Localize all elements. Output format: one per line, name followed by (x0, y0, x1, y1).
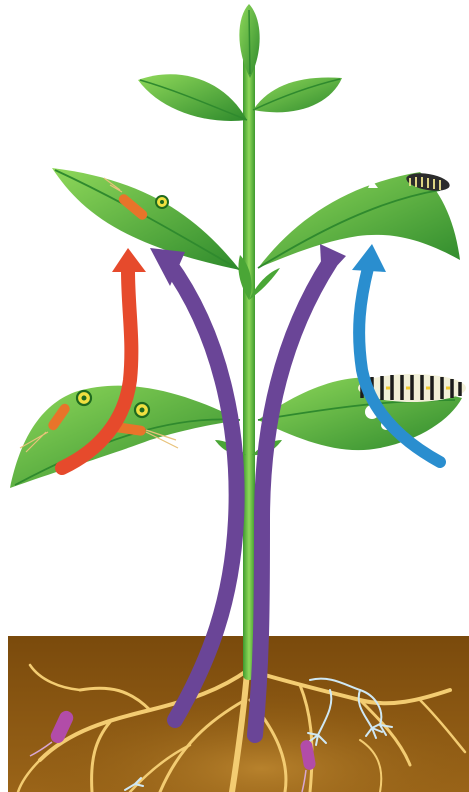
stem (243, 40, 255, 680)
leaf-upper-right (258, 170, 460, 268)
stomata-icon (156, 196, 168, 208)
upper-leaves (138, 74, 342, 121)
top-bud (239, 4, 259, 78)
leaf-upper-left (52, 168, 240, 270)
